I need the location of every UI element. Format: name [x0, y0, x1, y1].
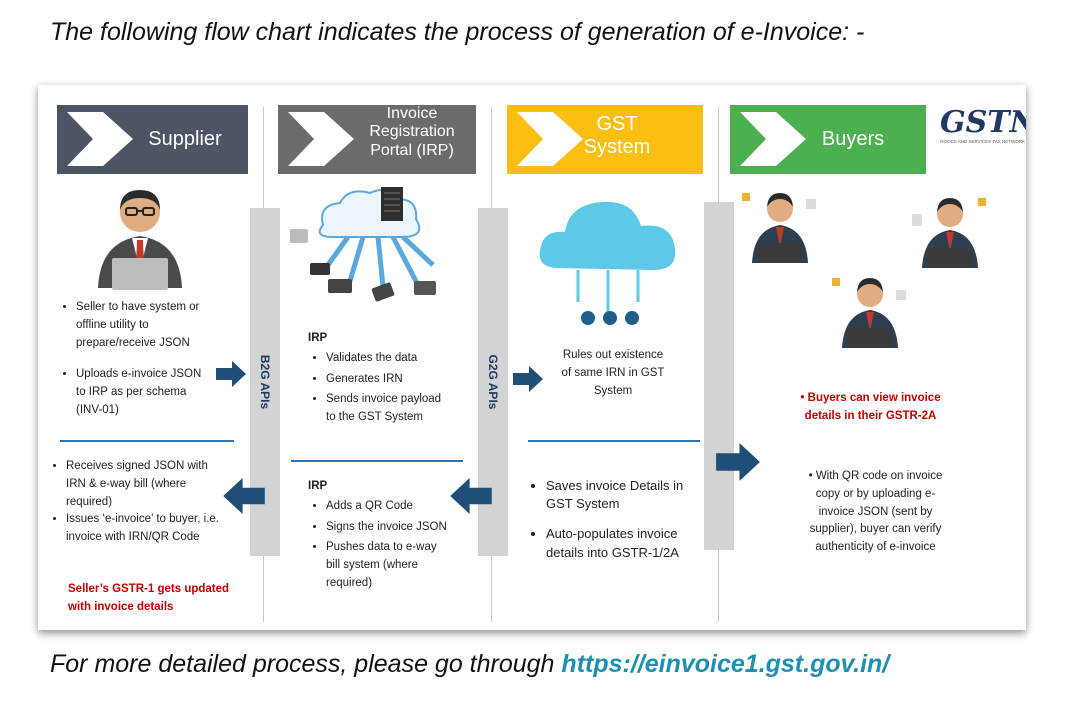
chevron-arrow-icon	[67, 112, 133, 166]
buyers-title: Buyers	[821, 128, 885, 150]
irp-step: Sends invoice payload to the GST System	[326, 391, 448, 427]
buyers-note-text: Buyers can view invoice details in their…	[804, 392, 941, 422]
buyers-bullet: • With QR code on invoice copy or by upl…	[803, 468, 948, 557]
irp-bottom-heading: IRP	[308, 480, 328, 492]
buyers-bullet-text: With QR code on invoice copy or by uploa…	[809, 470, 943, 554]
irp-step: Pushes data to e-way bill system (where …	[326, 539, 448, 592]
irp-bottom-text: IRP Adds a QR Code Signs the invoice JSO…	[308, 478, 448, 593]
buyer-illustration	[912, 198, 986, 268]
gst-step: Saves invoice Details in GST System	[546, 477, 698, 513]
irp-title: Invoice Registration Portal (IRP)	[350, 105, 474, 160]
irp-separator	[291, 460, 463, 462]
buyer-illustration	[832, 278, 906, 348]
gst-separator	[528, 440, 700, 442]
gst-header: GST System	[507, 105, 703, 174]
gstn-logo-text: GSTN	[940, 105, 1026, 140]
irp-title-line: Registration	[369, 123, 455, 141]
chevron-arrow-icon	[740, 112, 806, 166]
supplier-header: Supplier	[57, 105, 248, 174]
irp-step: Adds a QR Code	[326, 498, 448, 516]
bullet-icon: •	[800, 392, 808, 404]
supplier-top-text: Seller to have system or offline utility…	[58, 299, 203, 420]
supplier-step: Issues ‘e-invoice’ to buyer, i.e. invoic…	[66, 511, 228, 547]
supplier-step: Receives signed JSON with IRN & e-way bi…	[66, 458, 228, 511]
gst-cloud-illustration	[539, 201, 676, 325]
einvoice-portal-link[interactable]: https://einvoice1.gst.gov.in/	[561, 650, 890, 678]
outro-label: For more detailed process, please go thr…	[50, 650, 555, 678]
flow-chart-panel: Supplier Invoice Registration Portal (IR…	[38, 85, 1026, 630]
chevron-arrow-icon	[288, 112, 354, 166]
irp-header: Invoice Registration Portal (IRP)	[278, 105, 476, 174]
g2g-api-label: G2G APIs	[486, 354, 500, 410]
supplier-title: Supplier	[148, 128, 222, 150]
buyers-header: Buyers	[730, 105, 926, 174]
supplier-note: Seller’s GSTR-1 gets updated with invoic…	[68, 583, 230, 613]
gst-title-line: GST	[596, 113, 638, 135]
supplier-person-illustration	[98, 190, 182, 290]
buyer-api-bar	[704, 202, 734, 550]
supplier-separator	[60, 440, 234, 442]
right-arrow-icon	[513, 366, 543, 392]
intro-text: The following flow chart indicates the p…	[50, 18, 865, 46]
irp-title-line: Invoice	[386, 105, 438, 122]
buyers-note: • Buyers can view invoice details in the…	[798, 390, 943, 426]
gst-bottom-text: Saves invoice Details in GST System Auto…	[528, 477, 698, 562]
irp-network-illustration	[290, 187, 436, 302]
gstn-logo-subtitle: GOODS AND SERVICES TAX NETWORK	[940, 139, 1026, 144]
irp-top-heading: IRP	[308, 332, 328, 344]
gst-top-text: Rules out existence of same IRN in GST S…	[561, 349, 665, 397]
irp-step: Generates IRN	[326, 371, 448, 389]
gstn-logo: GSTN GOODS AND SERVICES TAX NETWORK	[940, 103, 1026, 151]
right-arrow-icon	[216, 361, 246, 387]
supplier-bottom-text: Receives signed JSON with IRN & e-way bi…	[48, 458, 228, 547]
outro-text: For more detailed process, please go thr…	[50, 650, 889, 679]
irp-top-text: IRP Validates the data Generates IRN Sen…	[308, 330, 448, 427]
gst-title: GST System	[577, 113, 657, 159]
left-arrow-icon	[450, 478, 492, 514]
b2g-api-label: B2G APIs	[258, 354, 272, 410]
buyer-illustration	[742, 193, 816, 263]
gst-step: Auto-populates invoice details into GSTR…	[546, 525, 698, 561]
left-arrow-icon	[223, 478, 265, 514]
irp-step: Signs the invoice JSON	[326, 519, 448, 537]
irp-title-line: Portal (IRP)	[370, 141, 454, 159]
supplier-step: Uploads e-invoice JSON to IRP as per sch…	[76, 366, 203, 419]
chevron-arrow-icon	[517, 112, 583, 166]
right-arrow-icon	[716, 443, 760, 481]
supplier-step: Seller to have system or offline utility…	[76, 299, 203, 352]
bullet-icon: •	[808, 470, 816, 482]
gst-title-line: System	[583, 136, 651, 158]
irp-step: Validates the data	[326, 350, 448, 368]
